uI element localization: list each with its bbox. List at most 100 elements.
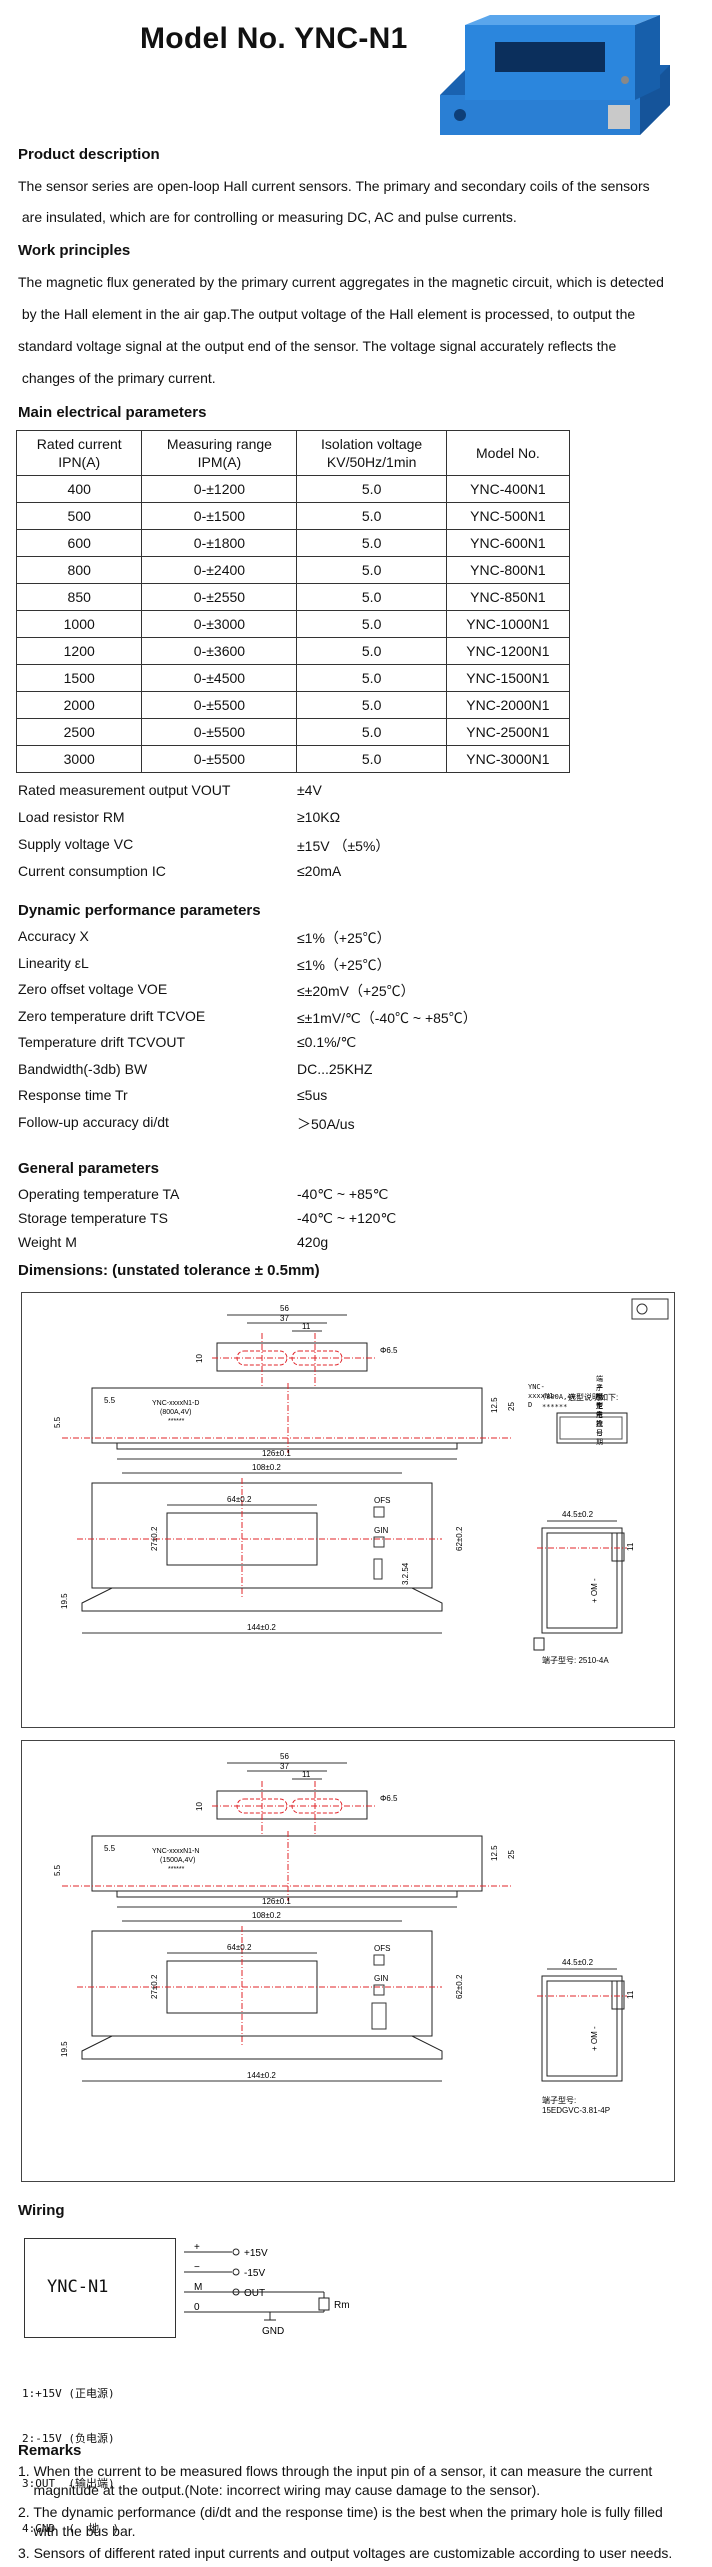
side-label: 选型说明如下: [568,1392,618,1402]
param-value: -40℃ ~ +120℃ [297,1210,397,1226]
table-cell: 1200 [15,637,143,665]
param-value: ≤20mA [297,863,342,879]
table-cell: 400 [15,475,143,503]
table-cell: 850 [15,583,143,611]
wiring-legend-line: 4:GND ( 地 ) [22,2522,120,2535]
dim-label: 27±0.2 [150,1974,159,1999]
wire-label: GND [262,2326,284,2337]
dim-label: 5.5 [53,1416,62,1428]
dim-label: 37 [280,1762,289,1771]
param-value: ＞50A/us [297,1115,355,1132]
param-value: ≤5us [297,1087,328,1103]
table-cell: YNC-2000N1 [445,691,571,719]
table-cell: 800 [15,556,143,584]
dim-label: 108±0.2 [252,1463,281,1472]
dim-label: 144±0.2 [247,1623,276,1632]
param-label: Follow-up accuracy di/dt [18,1113,169,1130]
table-cell: 1500 [15,664,143,692]
table-cell: 2000 [15,691,143,719]
param-value: ≤0.1%/℃ [297,1034,357,1050]
param-label: Zero offset voltage VOE [18,981,168,997]
wiring-legend-line: 1:+15V (正电源) [22,2387,115,2400]
param-label: Supply voltage VC [18,836,134,852]
param-label: Linearity εL [18,954,89,971]
side-label: + OM - [590,1578,599,1603]
table-cell: 0-±4500 [141,664,298,692]
legend-note: 产品型号 [596,1384,603,1419]
label-line: ****** [168,1418,185,1425]
work-principles-line: by the Hall element in the air gap.The o… [18,306,636,322]
legend-line: ****** [542,1403,568,1411]
dimension-drawing-2: 56 37 11 10 Φ6.5 5.5 5.5 12.5 25 YNC-xxx… [21,1740,675,2182]
dim-label: 62±0.2 [455,1526,464,1551]
work-principles-line: changes of the primary current. [18,370,216,386]
legend-note: 生产日期 [596,1411,603,1446]
product-photo [440,15,670,135]
gin-label: GIN [374,1974,388,1983]
dynamic-heading: Dynamic performance parameters [18,902,261,919]
table-cell: 5.0 [296,475,447,503]
table-cell: 600 [15,529,143,557]
param-value: ≤1%（+25℃） [297,930,391,946]
wire-label: +15V [244,2248,268,2259]
table-cell: 0-±2550 [141,583,298,611]
gin-label: GIN [374,1526,388,1535]
dim-label: 144±0.2 [247,2071,276,2080]
wiring-diagram: 1 2 3 4 + − M 0 +15V -15V OUT Rm GND [184,2242,350,2337]
param-value: -40℃ ~ +85℃ [297,1186,389,1202]
param-value: ≥10KΩ [297,809,341,825]
table-cell: 0-±3600 [141,637,298,665]
param-label: Accuracy X [18,928,89,944]
dim-label: 37 [280,1314,289,1323]
resistor-label: Rm [334,2300,350,2311]
param-value: ±4V [297,782,322,798]
param-label: Response time Tr [18,1087,128,1103]
label-line: YNC-xxxxN1-N [152,1848,199,1855]
table-cell: 5.0 [296,691,447,719]
pin-mark: 0 [194,2302,200,2313]
table-cell: 5.0 [296,718,447,746]
dim-label: 12.5 [490,1845,499,1861]
product-description-line: The sensor series are open-loop Hall cur… [18,178,650,194]
table-cell: 1000 [15,610,143,638]
table-cell: YNC-600N1 [445,529,571,557]
dim-label: 5.5 [53,1864,62,1876]
remark-line: 3. Sensors of different rated input curr… [18,2545,673,2561]
dim-label: 44.5±0.2 [562,1958,594,1967]
dim-label: 11 [626,1542,635,1551]
dim-label: 5.5 [104,1396,116,1405]
table-cell: 0-±1200 [141,475,298,503]
ofs-label: OFS [374,1496,390,1505]
page-title: Model No. YNC-N1 [140,22,408,55]
dim-label: Φ6.5 [380,1794,398,1803]
dim-label: 62±0.2 [455,1974,464,1999]
dim-label: 25 [507,1850,516,1859]
dim-label: 11 [302,1770,311,1779]
label-line: ****** [168,1866,185,1873]
pin-mark: M [194,2282,202,2293]
table-cell: YNC-500N1 [445,502,571,530]
remark-line: with the bus bar. [18,2523,136,2539]
work-principles-line: standard voltage signal at the output en… [18,338,617,354]
table-cell: 0-±1800 [141,529,298,557]
table-cell: YNC-2500N1 [445,718,571,746]
param-label: Operating temperature TA [18,1186,180,1202]
param-value: ±15V （±5%） [297,838,390,854]
table-cell: 3000 [15,745,143,773]
device-label: YNC-N1 [47,2277,109,2297]
dim-label: 10 [195,1354,204,1363]
param-label: Zero temperature drift TCVOE [18,1007,206,1024]
table-cell: 500 [15,502,143,530]
table-cell: 5.0 [296,610,447,638]
dim-label: 64±0.2 [227,1495,252,1504]
col-header: Model No. [445,430,571,476]
table-cell: YNC-850N1 [445,583,571,611]
label-line: (800A,4V) [160,1409,192,1416]
table-cell: YNC-1200N1 [445,637,571,665]
